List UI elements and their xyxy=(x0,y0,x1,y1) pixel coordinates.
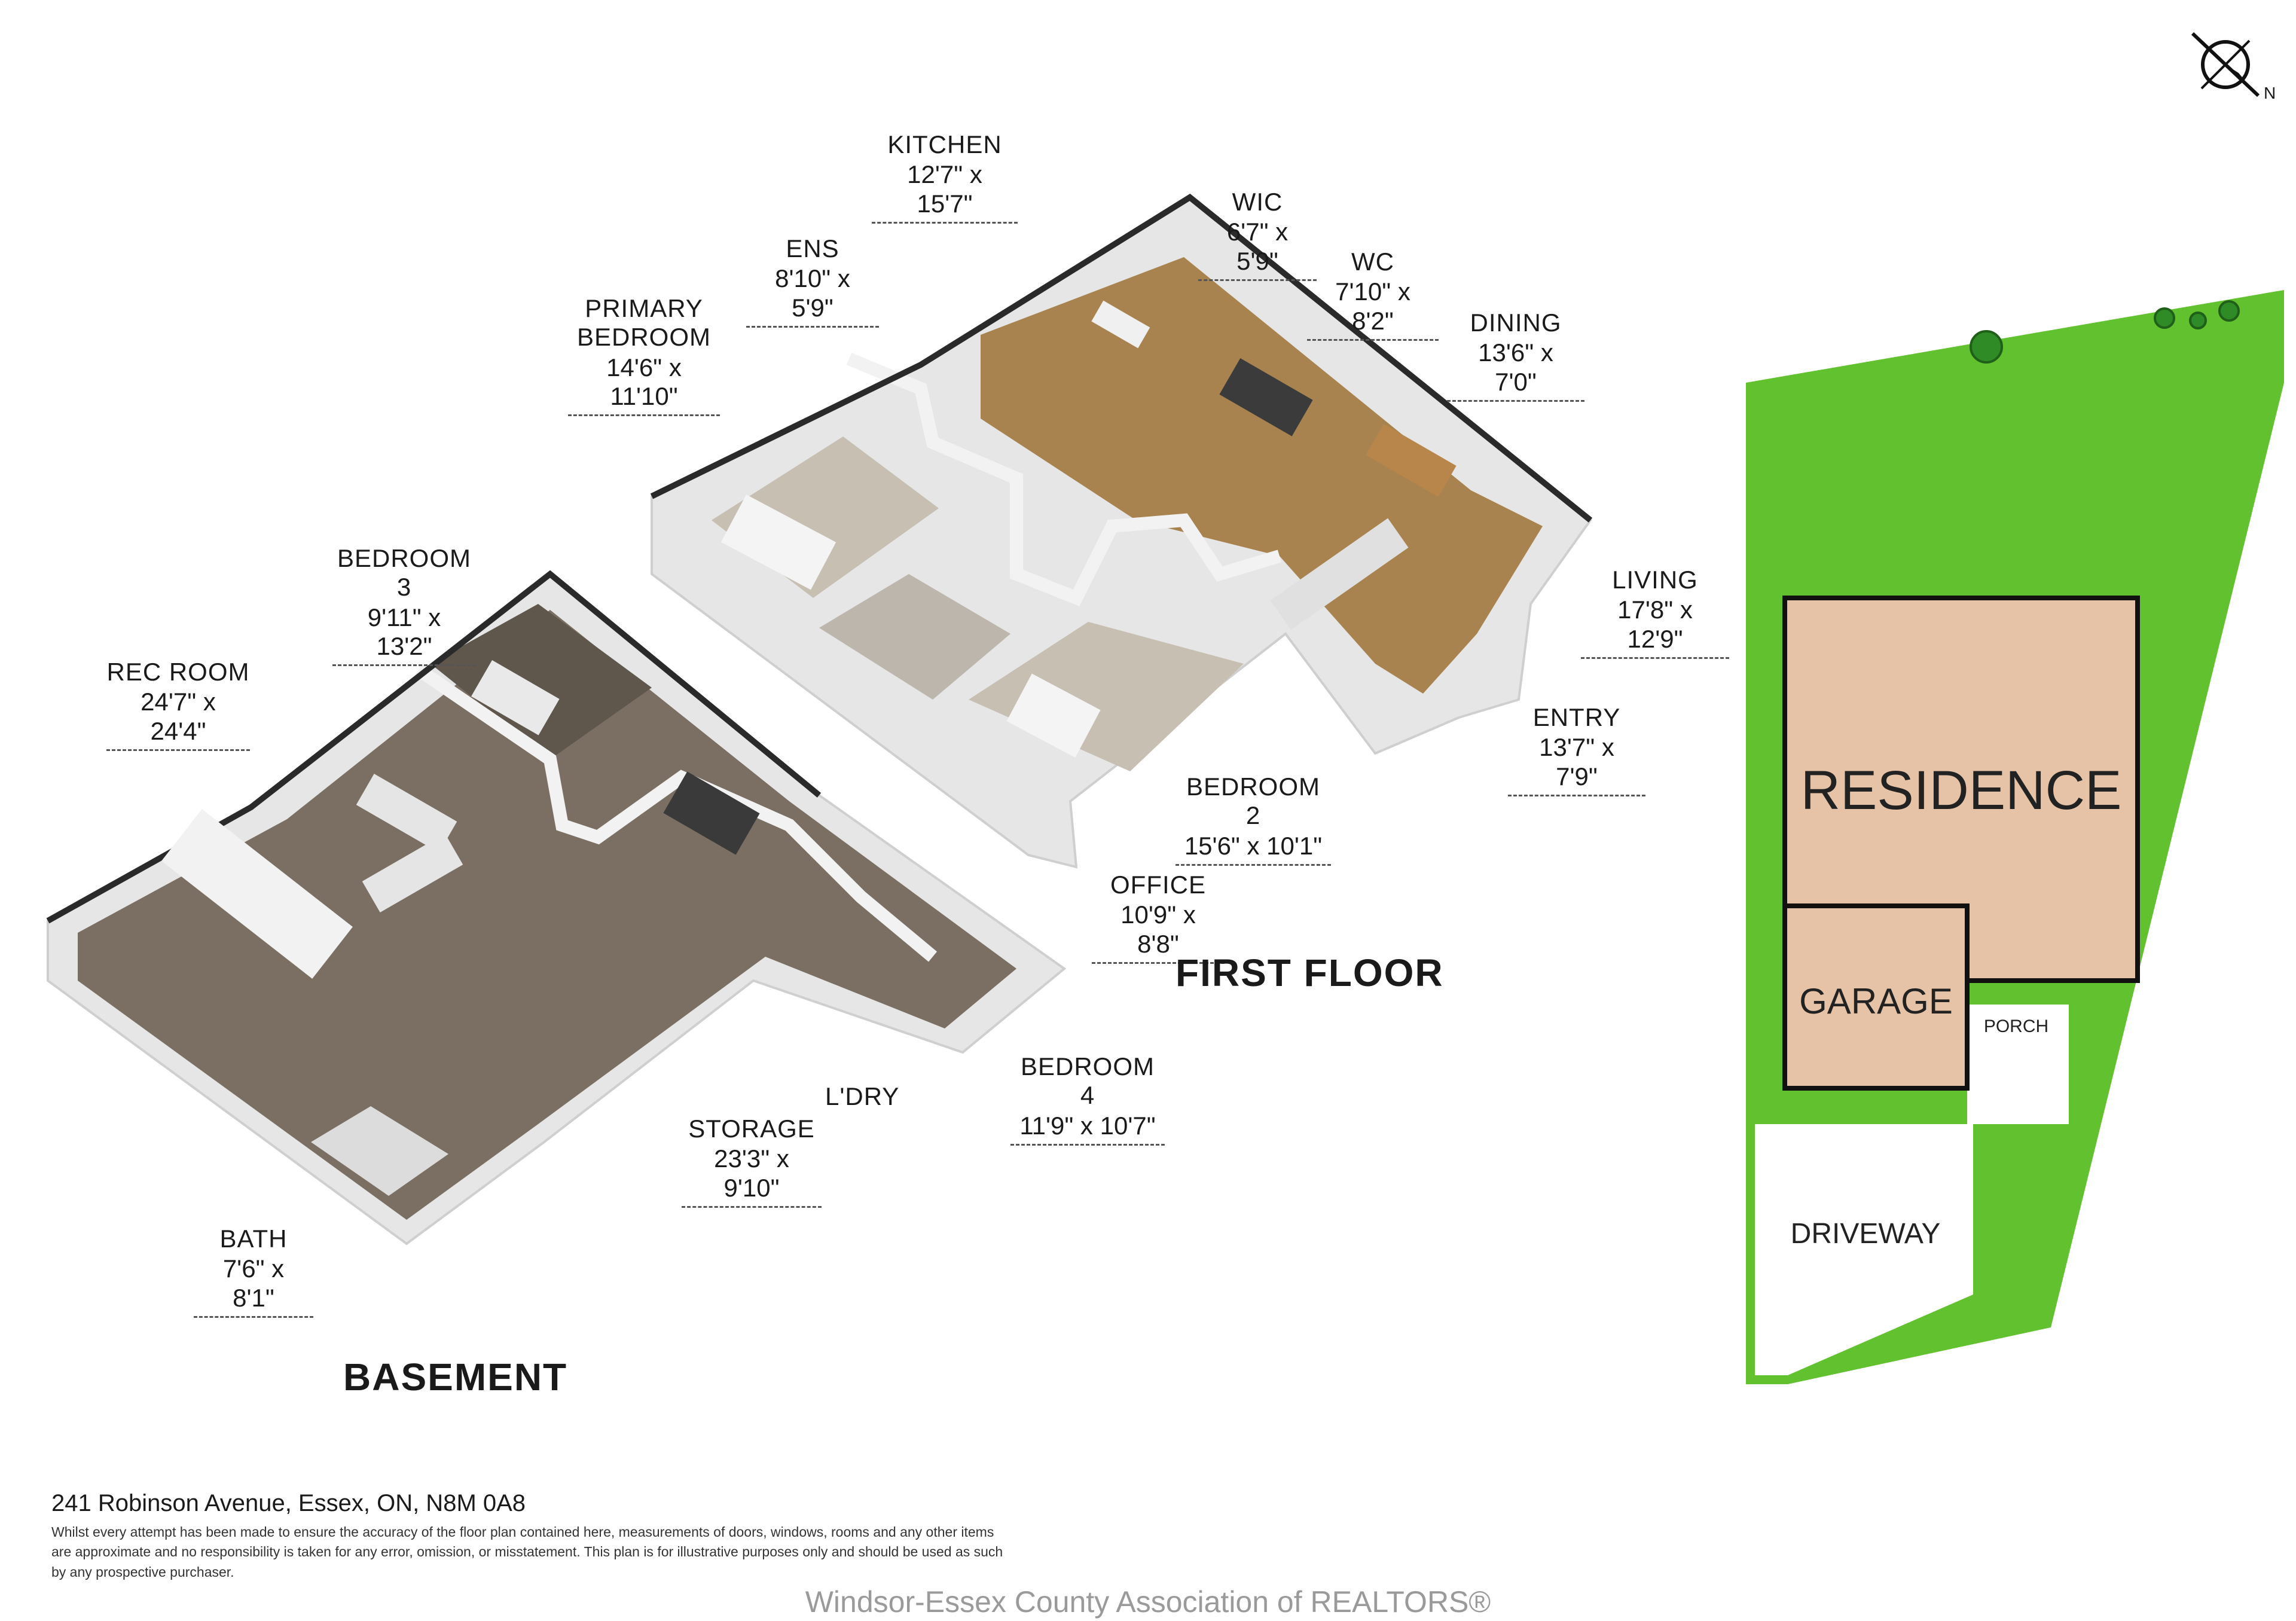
office-floor xyxy=(819,574,1010,700)
room-name: STORAGE xyxy=(688,1115,815,1143)
room-dimensions: 6'7" x 5'9" xyxy=(1198,216,1317,281)
room-name: ENS xyxy=(786,234,839,262)
room-dimensions: 17'8" x 12'9" xyxy=(1581,594,1729,659)
basement-inner-walls xyxy=(414,664,938,962)
room-dimensions: 13'7" x 7'9" xyxy=(1508,732,1645,796)
first-floor-wood-floor xyxy=(981,257,1543,694)
room-dimensions: 13'6" x 7'0" xyxy=(1447,337,1584,402)
room-name: BEDROOM 3 xyxy=(337,544,471,602)
basement-plan xyxy=(46,570,1067,1245)
room-dimensions: 7'6" x 8'1" xyxy=(194,1253,313,1318)
residence-label: RESIDENCE xyxy=(1800,760,2122,821)
tree-icon xyxy=(2189,312,2207,329)
room-dimensions: 12'7" x 15'7" xyxy=(872,159,1018,224)
basement-floor xyxy=(78,610,1016,1220)
tree-icon xyxy=(1970,330,2003,364)
room-label-ens: ENS 8'10" x 5'9" xyxy=(746,234,879,328)
porch-area xyxy=(1967,1005,2069,1124)
room-label-rec-room: REC ROOM 24'7" x 24'4" xyxy=(106,658,250,751)
basement-title: BASEMENT xyxy=(343,1356,568,1399)
driveway-label: DRIVEWAY xyxy=(1790,1218,1941,1250)
room-label-kitchen: KITCHEN 12'7" x 15'7" xyxy=(872,130,1018,224)
room-dimensions: 23'3" x 9'10" xyxy=(682,1143,822,1208)
room-name: BEDROOM 2 xyxy=(1186,773,1320,830)
room-label-wc: WC 7'10" x 8'2" xyxy=(1307,248,1439,341)
room-dimensions: 24'7" x 24'4" xyxy=(106,686,250,751)
room-name: L'DRY xyxy=(825,1082,900,1110)
porch-label: PORCH xyxy=(1983,1016,2049,1036)
tree-icon xyxy=(2154,307,2175,329)
room-name: BATH xyxy=(219,1225,288,1253)
room-dimensions: 15'6" x 10'1" xyxy=(1176,831,1331,866)
room-label-office: OFFICE 10'9" x 8'8" xyxy=(1092,871,1225,964)
bedroom-2-floor xyxy=(969,622,1244,771)
room-label-living: LIVING 17'8" x 12'9" xyxy=(1581,566,1729,659)
room-label-wic: WIC 6'7" x 5'9" xyxy=(1198,188,1317,281)
room-name: OFFICE xyxy=(1110,871,1206,899)
room-name: WIC xyxy=(1232,188,1283,216)
first-floor-plan xyxy=(650,193,1593,869)
site-plan xyxy=(1746,290,2284,1384)
room-name: LIVING xyxy=(1612,566,1698,594)
disclaimer-text: Whilst every attempt has been made to en… xyxy=(51,1524,1003,1580)
room-dimensions: 10'9" x 8'8" xyxy=(1092,899,1225,964)
room-label-bedroom-3: BEDROOM 3 9'11" x 13'2" xyxy=(332,544,476,667)
room-name: DINING xyxy=(1470,309,1562,337)
room-label-laundry: L'DRY xyxy=(825,1082,900,1111)
garage-label: GARAGE xyxy=(1799,981,1953,1021)
room-label-dining: DINING 13'6" x 7'0" xyxy=(1447,309,1584,402)
garage-building xyxy=(1782,903,1970,1091)
room-dimensions: 9'11" x 13'2" xyxy=(332,602,476,667)
room-dimensions: 7'10" x 8'2" xyxy=(1307,276,1439,341)
room-name: ENTRY xyxy=(1532,703,1621,731)
room-name: WC xyxy=(1351,248,1394,276)
room-dimensions: 14'6" x 11'10" xyxy=(568,352,720,417)
bath-floor xyxy=(311,1106,448,1196)
bedroom-3-floor xyxy=(430,604,652,759)
first-floor-title: FIRST FLOOR xyxy=(1176,951,1444,994)
room-label-bedroom-2: BEDROOM 2 15'6" x 10'1" xyxy=(1176,773,1331,866)
room-name: BEDROOM 4 xyxy=(1020,1052,1155,1110)
tree-icon xyxy=(2218,300,2240,322)
room-name: KITCHEN xyxy=(887,130,1002,158)
room-label-entry: ENTRY 13'7" x 7'9" xyxy=(1508,703,1645,796)
driveway xyxy=(1755,1124,1973,1375)
room-name: REC ROOM xyxy=(106,658,250,686)
room-label-bath: BATH 7'6" x 8'1" xyxy=(194,1225,313,1318)
compass-north-label: N xyxy=(2264,84,2276,102)
watermark-text: Windsor-Essex County Association of REAL… xyxy=(805,1585,1491,1619)
room-dimensions: 11'9" x 10'7" xyxy=(1010,1110,1165,1146)
room-label-storage: STORAGE 23'3" x 9'10" xyxy=(682,1115,822,1208)
room-dimensions: 8'10" x 5'9" xyxy=(746,263,879,328)
compass-icon xyxy=(2191,32,2260,97)
room-label-bedroom-4: BEDROOM 4 11'9" x 10'7" xyxy=(1010,1052,1165,1146)
first-floor-inner-walls xyxy=(846,352,1282,606)
property-address: 241 Robinson Avenue, Essex, ON, N8M 0A8 xyxy=(51,1490,526,1516)
